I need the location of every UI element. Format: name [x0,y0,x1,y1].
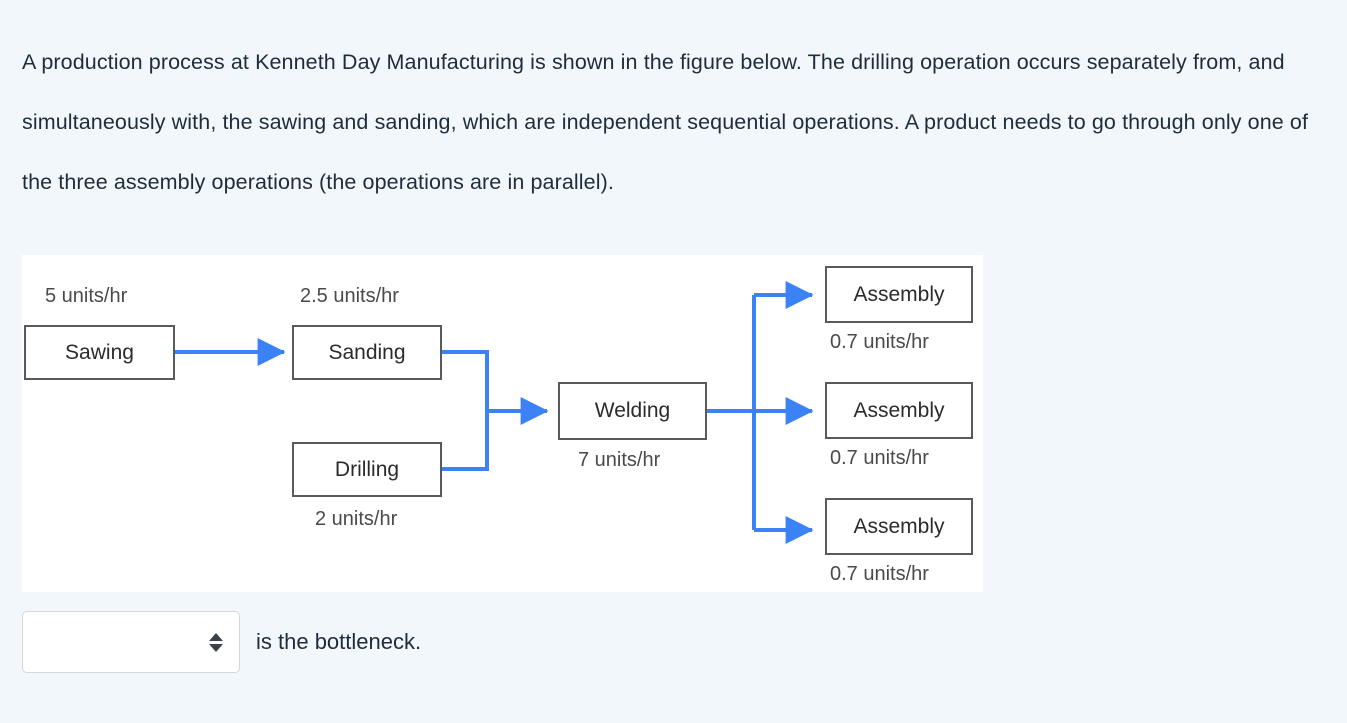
rate-label-drilling: 2 units/hr [315,508,398,530]
problem-statement: A production process at Kenneth Day Manu… [22,49,1309,194]
node-assembly-1-label: Assembly [853,282,945,306]
answer-row: is the bottleneck. [22,611,421,673]
node-sawing: Sawing [24,325,175,380]
rate-label-assembly-2: 0.7 units/hr [830,447,929,469]
node-assembly-2: Assembly [825,382,973,439]
edge-sanding-to-merge [442,350,489,411]
node-sanding: Sanding [292,325,442,380]
rate-label-welding: 7 units/hr [578,449,661,471]
node-welding-label: Welding [594,399,671,422]
bottleneck-select[interactable] [22,611,240,673]
chevron-updown-icon [209,632,223,652]
bottleneck-sentence: is the bottleneck. [256,629,422,654]
node-assembly-3-label: Assembly [853,514,945,538]
rate-label-assembly-3: 0.7 units/hr [830,563,929,585]
node-welding: Welding [558,382,707,440]
node-assembly-1: Assembly [825,266,973,323]
rate-label-assembly-1: 0.7 units/hr [830,331,929,353]
node-drilling-label: Drilling [334,457,400,481]
process-flow-diagram: 5 units/hr Sawing 2.5 units/hr Sanding D… [22,255,983,592]
node-sanding-label: Sanding [328,340,406,364]
node-assembly-3: Assembly [825,498,973,555]
node-sawing-label: Sawing [65,340,134,364]
node-assembly-2-label: Assembly [853,398,945,422]
edge-drilling-to-merge [442,411,489,471]
node-drilling: Drilling [292,442,442,497]
rate-label-sanding: 2.5 units/hr [300,285,399,307]
rate-label-sawing: 5 units/hr [45,285,128,307]
